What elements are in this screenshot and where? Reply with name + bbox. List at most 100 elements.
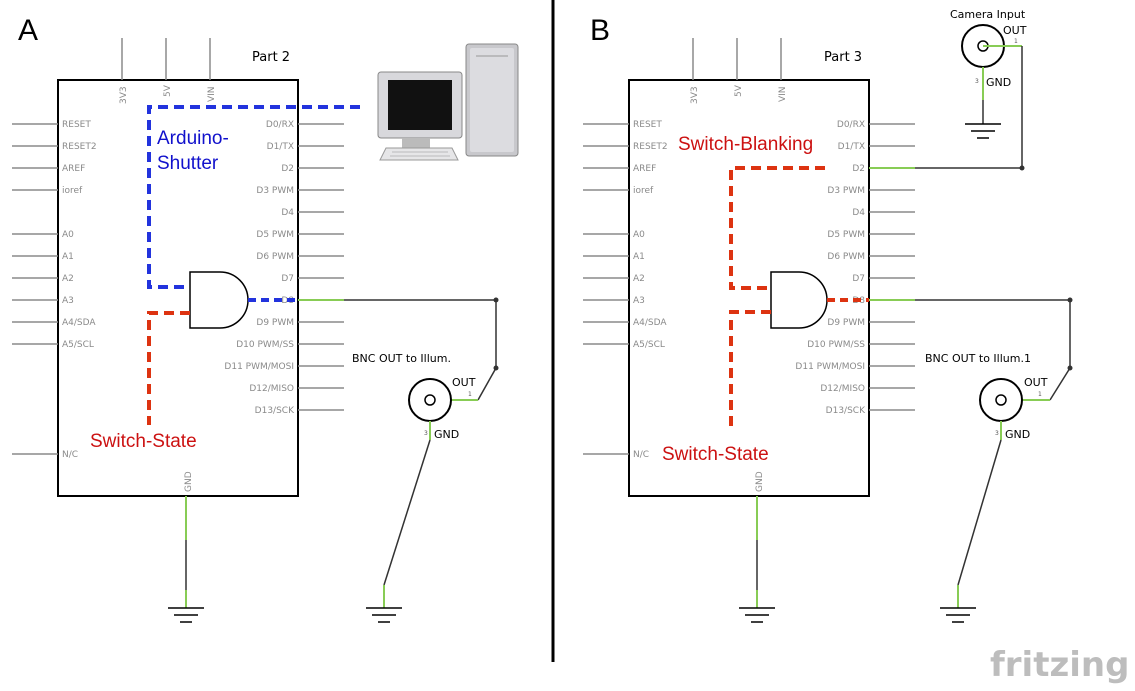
pin-d11-b: D11 PWM/MOSI xyxy=(795,362,865,372)
pin-nc-b: N/C xyxy=(633,450,649,460)
ground-icon xyxy=(965,123,1001,139)
pin-d9-b: D9 PWM xyxy=(827,318,865,328)
arduino-shutter-signal xyxy=(147,105,360,289)
camera-input-title: Camera Input xyxy=(950,8,1026,21)
pin-d3-a: D3 PWM xyxy=(256,186,294,196)
pin-reset-b: RESET xyxy=(633,120,662,130)
pin-d4-b: D4 xyxy=(852,208,865,218)
pin-d6-a: D6 PWM xyxy=(256,252,294,262)
pin-d12-a: D12/MISO xyxy=(249,384,294,394)
panel-b-part-label: Part 3 xyxy=(824,50,862,65)
pin-d0-a: D0/RX xyxy=(266,120,294,130)
switch-state-signal-b xyxy=(729,310,771,432)
camera-out-label: OUT xyxy=(1003,24,1027,37)
pin-a4-a: A4/SDA xyxy=(62,318,96,328)
arduino-board-a xyxy=(57,79,299,497)
pin-a3-b: A3 xyxy=(633,296,645,306)
and-gate-a xyxy=(189,271,249,329)
pin-d12-b: D12/MISO xyxy=(820,384,865,394)
pin-d13-b: D13/SCK xyxy=(826,406,866,416)
pin-a0-a: A0 xyxy=(62,230,74,240)
pin-a4-b: A4/SDA xyxy=(633,318,667,328)
bnc-out-label-b: OUT xyxy=(1024,376,1048,389)
panel-b-letter: B xyxy=(590,14,610,47)
bnc-gnd-label-a: GND xyxy=(434,428,459,441)
label-arduino: Arduino- xyxy=(157,128,229,149)
pin-aref-b: AREF xyxy=(633,164,656,174)
pin-d11-a: D11 PWM/MOSI xyxy=(224,362,294,372)
panel-a-letter: A xyxy=(18,14,38,47)
ground-icon xyxy=(940,607,976,623)
computer-icon xyxy=(377,43,519,161)
bnc-connector-icon xyxy=(408,378,452,422)
pin-d10-a: D10 PWM/SS xyxy=(236,340,294,350)
pin-a3-a: A3 xyxy=(62,296,74,306)
bnc-pin1-a: 1 xyxy=(468,391,472,398)
switch-blanking-signal xyxy=(729,166,825,290)
fritzing-watermark: fritzing xyxy=(990,645,1129,685)
pin-a0-b: A0 xyxy=(633,230,645,240)
pin-vin-a: VIN xyxy=(207,86,217,102)
label-switch-state-a: Switch-State xyxy=(90,431,197,452)
pin-d10-b: D10 PWM/SS xyxy=(807,340,865,350)
bnc-pin3-b: 3 xyxy=(995,430,999,437)
label-switch-state-b: Switch-State xyxy=(662,444,769,465)
label-switch-blanking: Switch-Blanking xyxy=(678,134,813,155)
pin-gnd-b: GND xyxy=(755,471,765,492)
pin-a2-a: A2 xyxy=(62,274,74,284)
pin-d6-b: D6 PWM xyxy=(827,252,865,262)
pin-a1-b: A1 xyxy=(633,252,645,262)
pin-nc-a: N/C xyxy=(62,450,78,460)
panel-a-part-label: Part 2 xyxy=(252,50,290,65)
ground-icon xyxy=(366,607,402,623)
pin-5v-a: 5V xyxy=(163,84,173,97)
bnc-pin1-b: 1 xyxy=(1038,391,1042,398)
pin-d2-a: D2 xyxy=(281,164,294,174)
pin-reset2-b: RESET2 xyxy=(633,142,668,152)
panel-b: B Part 3 3V3 5V VIN RESET RESET2 AREF io… xyxy=(583,8,1073,623)
pin-d7-b: D7 xyxy=(852,274,865,284)
pin-reset-a: RESET xyxy=(62,120,91,130)
pin-vin-b: VIN xyxy=(778,86,788,102)
pin-a5-a: A5/SCL xyxy=(62,340,94,350)
camera-pin1: 1 xyxy=(1014,38,1018,45)
pin-3v3-b: 3V3 xyxy=(690,86,700,104)
pin-d1-a: D1/TX xyxy=(267,142,294,152)
pin-ioref-b: ioref xyxy=(633,186,654,196)
pin-d7-a: D7 xyxy=(281,274,294,284)
pin-a1-a: A1 xyxy=(62,252,74,262)
camera-gnd-label: GND xyxy=(986,76,1011,89)
pin-a2-b: A2 xyxy=(633,274,645,284)
pin-d3-b: D3 PWM xyxy=(827,186,865,196)
pin-d5-a: D5 PWM xyxy=(256,230,294,240)
pin-aref-a: AREF xyxy=(62,164,85,174)
pin-d9-a: D9 PWM xyxy=(256,318,294,328)
pin-reset2-a: RESET2 xyxy=(62,142,97,152)
pin-d2-b: D2 xyxy=(852,164,865,174)
pin-d4-a: D4 xyxy=(281,208,294,218)
pin-ioref-a: ioref xyxy=(62,186,83,196)
label-shutter: Shutter xyxy=(157,153,219,174)
ground-icon xyxy=(739,607,775,623)
pin-gnd-a: GND xyxy=(184,471,194,492)
pin-d5-b: D5 PWM xyxy=(827,230,865,240)
pin-3v3-a: 3V3 xyxy=(119,86,129,104)
camera-pin3: 3 xyxy=(975,78,979,85)
bnc-gnd-label-b: GND xyxy=(1005,428,1030,441)
arduino-board-b xyxy=(628,79,870,497)
switch-state-signal-a xyxy=(147,311,190,425)
bnc-out-label-a: OUT xyxy=(452,376,476,389)
pin-d13-a: D13/SCK xyxy=(255,406,295,416)
bnc-pin3-a: 3 xyxy=(424,430,428,437)
ground-icon xyxy=(168,607,204,623)
pin-a5-b: A5/SCL xyxy=(633,340,665,350)
panel-a: A Part 2 3V3 5V VIN RESET RESET2 xyxy=(12,14,519,623)
and-gate-b xyxy=(770,271,828,329)
bnc-connector-icon xyxy=(979,378,1023,422)
bnc-title-b: BNC OUT to Illum.1 xyxy=(925,352,1031,365)
bnc-title-a: BNC OUT to Illum. xyxy=(352,352,451,365)
pin-d1-b: D1/TX xyxy=(838,142,865,152)
pin-d0-b: D0/RX xyxy=(837,120,865,130)
pin-5v-b: 5V xyxy=(734,84,744,97)
